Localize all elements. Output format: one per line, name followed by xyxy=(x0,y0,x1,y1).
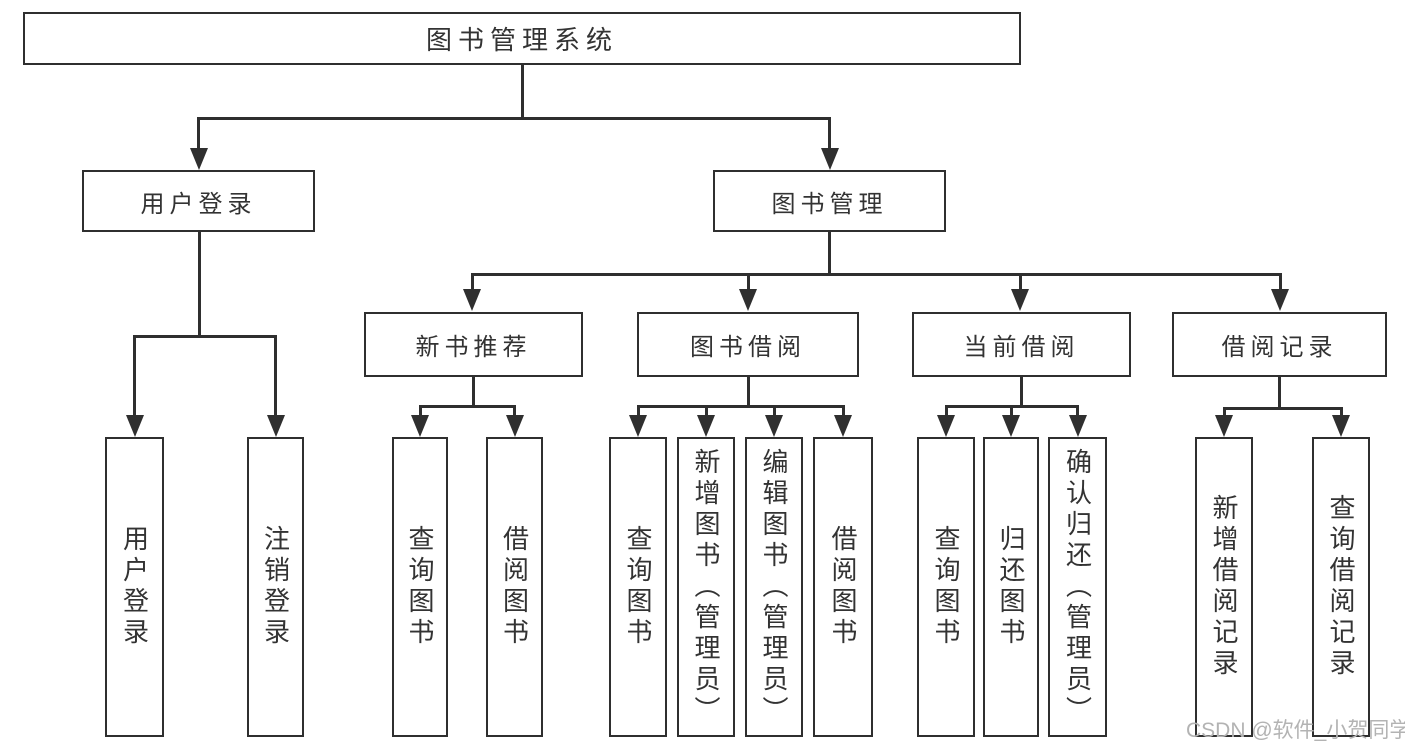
leaf-label: 借阅图书 xyxy=(828,525,858,649)
connector-line xyxy=(1278,273,1282,293)
arrow-down-icon xyxy=(1271,289,1289,311)
node-user-login: 用户登录 xyxy=(82,170,315,232)
leaf-logout: 注销登录 xyxy=(247,437,304,737)
leaf-add-borrow-record: 新增借阅记录 xyxy=(1195,437,1253,737)
arrow-down-icon xyxy=(1068,415,1087,437)
node-library-system: 图书管理系统 xyxy=(23,12,1021,65)
connector-line xyxy=(198,117,831,120)
leaf-label: 新增借阅记录 xyxy=(1209,494,1239,680)
node-label: 图书管理 xyxy=(771,190,888,218)
arrow-down-icon xyxy=(697,415,715,437)
connector-line xyxy=(1222,407,1226,417)
leaf-label: 新增图书（管理员） xyxy=(691,447,721,727)
node-book-management: 图书管理 xyxy=(713,170,946,232)
leaf-query-borrow-record: 查询借阅记录 xyxy=(1312,437,1370,737)
connector-line xyxy=(470,273,1282,276)
node-label: 用户登录 xyxy=(140,190,257,218)
leaf-label: 查询图书 xyxy=(405,525,435,649)
leaf-label: 查询图书 xyxy=(623,525,653,649)
connector-line xyxy=(944,405,948,417)
connector-line xyxy=(1020,377,1023,405)
connector-line xyxy=(470,273,474,293)
watermark: CSDN @软件_小贺同学 xyxy=(1186,719,1405,742)
node-book-borrow: 图书借阅 xyxy=(637,312,859,377)
connector-line xyxy=(1339,407,1343,417)
connector-line xyxy=(1018,273,1022,293)
connector-line xyxy=(133,335,136,417)
node-label: 图书借阅 xyxy=(690,334,806,361)
arrow-down-icon xyxy=(765,415,783,437)
leaf-label: 注销登录 xyxy=(260,525,291,649)
node-current-borrow: 当前借阅 xyxy=(912,312,1131,377)
arrow-down-icon xyxy=(189,148,208,170)
connector-line xyxy=(1076,405,1079,417)
connector-line xyxy=(828,232,831,273)
arrow-down-icon xyxy=(937,415,955,437)
arrow-down-icon xyxy=(463,289,481,311)
arrow-down-icon xyxy=(1011,289,1029,311)
arrow-down-icon xyxy=(266,415,285,437)
leaf-label: 归还图书 xyxy=(996,525,1026,649)
connector-line xyxy=(197,117,200,151)
connector-line xyxy=(1222,407,1343,410)
node-borrow-records: 借阅记录 xyxy=(1172,312,1387,377)
connector-line xyxy=(197,232,201,335)
connector-line xyxy=(841,405,845,417)
connector-line xyxy=(418,405,516,408)
connector-line xyxy=(746,273,750,293)
leaf-user-login: 用户登录 xyxy=(105,437,164,737)
leaf-borrow-books: 借阅图书 xyxy=(486,437,543,737)
connector-line xyxy=(520,65,524,119)
leaf-label: 查询图书 xyxy=(931,525,961,649)
arrow-down-icon xyxy=(820,148,839,170)
arrow-down-icon xyxy=(505,415,524,437)
leaf-borrow-books: 借阅图书 xyxy=(813,437,873,737)
connector-line xyxy=(472,377,475,405)
leaf-label: 确认归还（管理员） xyxy=(1062,447,1093,727)
connector-line xyxy=(704,405,708,417)
leaf-query-books: 查询图书 xyxy=(917,437,975,737)
leaf-confirm-return-admin: 确认归还（管理员） xyxy=(1048,437,1107,737)
node-label: 借阅记录 xyxy=(1221,334,1338,361)
connector-line xyxy=(274,335,277,417)
leaf-label: 编辑图书（管理员） xyxy=(759,447,789,727)
leaf-label: 借阅图书 xyxy=(499,525,530,649)
arrow-down-icon xyxy=(834,415,852,437)
node-label: 图书管理系统 xyxy=(425,25,618,55)
node-label: 当前借阅 xyxy=(963,334,1080,361)
arrow-down-icon xyxy=(739,289,757,311)
arrow-down-icon xyxy=(629,415,647,437)
leaf-add-books-admin: 新增图书（管理员） xyxy=(677,437,735,737)
connector-line xyxy=(772,405,776,417)
node-new-book-recommend: 新书推荐 xyxy=(364,312,583,377)
leaf-return-books: 归还图书 xyxy=(983,437,1039,737)
connector-line xyxy=(1009,405,1013,417)
leaf-edit-books-admin: 编辑图书（管理员） xyxy=(745,437,803,737)
connector-line xyxy=(636,405,845,408)
arrow-down-icon xyxy=(1332,415,1350,437)
connector-line xyxy=(746,377,750,405)
leaf-query-books: 查询图书 xyxy=(392,437,448,737)
leaf-query-books: 查询图书 xyxy=(609,437,667,737)
leaf-label: 查询借阅记录 xyxy=(1326,494,1356,680)
connector-line xyxy=(828,117,831,151)
node-label: 新书推荐 xyxy=(415,334,532,361)
arrow-down-icon xyxy=(1002,415,1020,437)
connector-line xyxy=(133,335,277,338)
arrow-down-icon xyxy=(411,415,429,437)
connector-line xyxy=(1278,377,1281,407)
arrow-down-icon xyxy=(1215,415,1233,437)
arrow-down-icon xyxy=(125,415,144,437)
leaf-label: 用户登录 xyxy=(119,525,150,649)
connector-line xyxy=(513,405,516,417)
connector-line xyxy=(418,405,422,417)
connector-line xyxy=(636,405,640,417)
